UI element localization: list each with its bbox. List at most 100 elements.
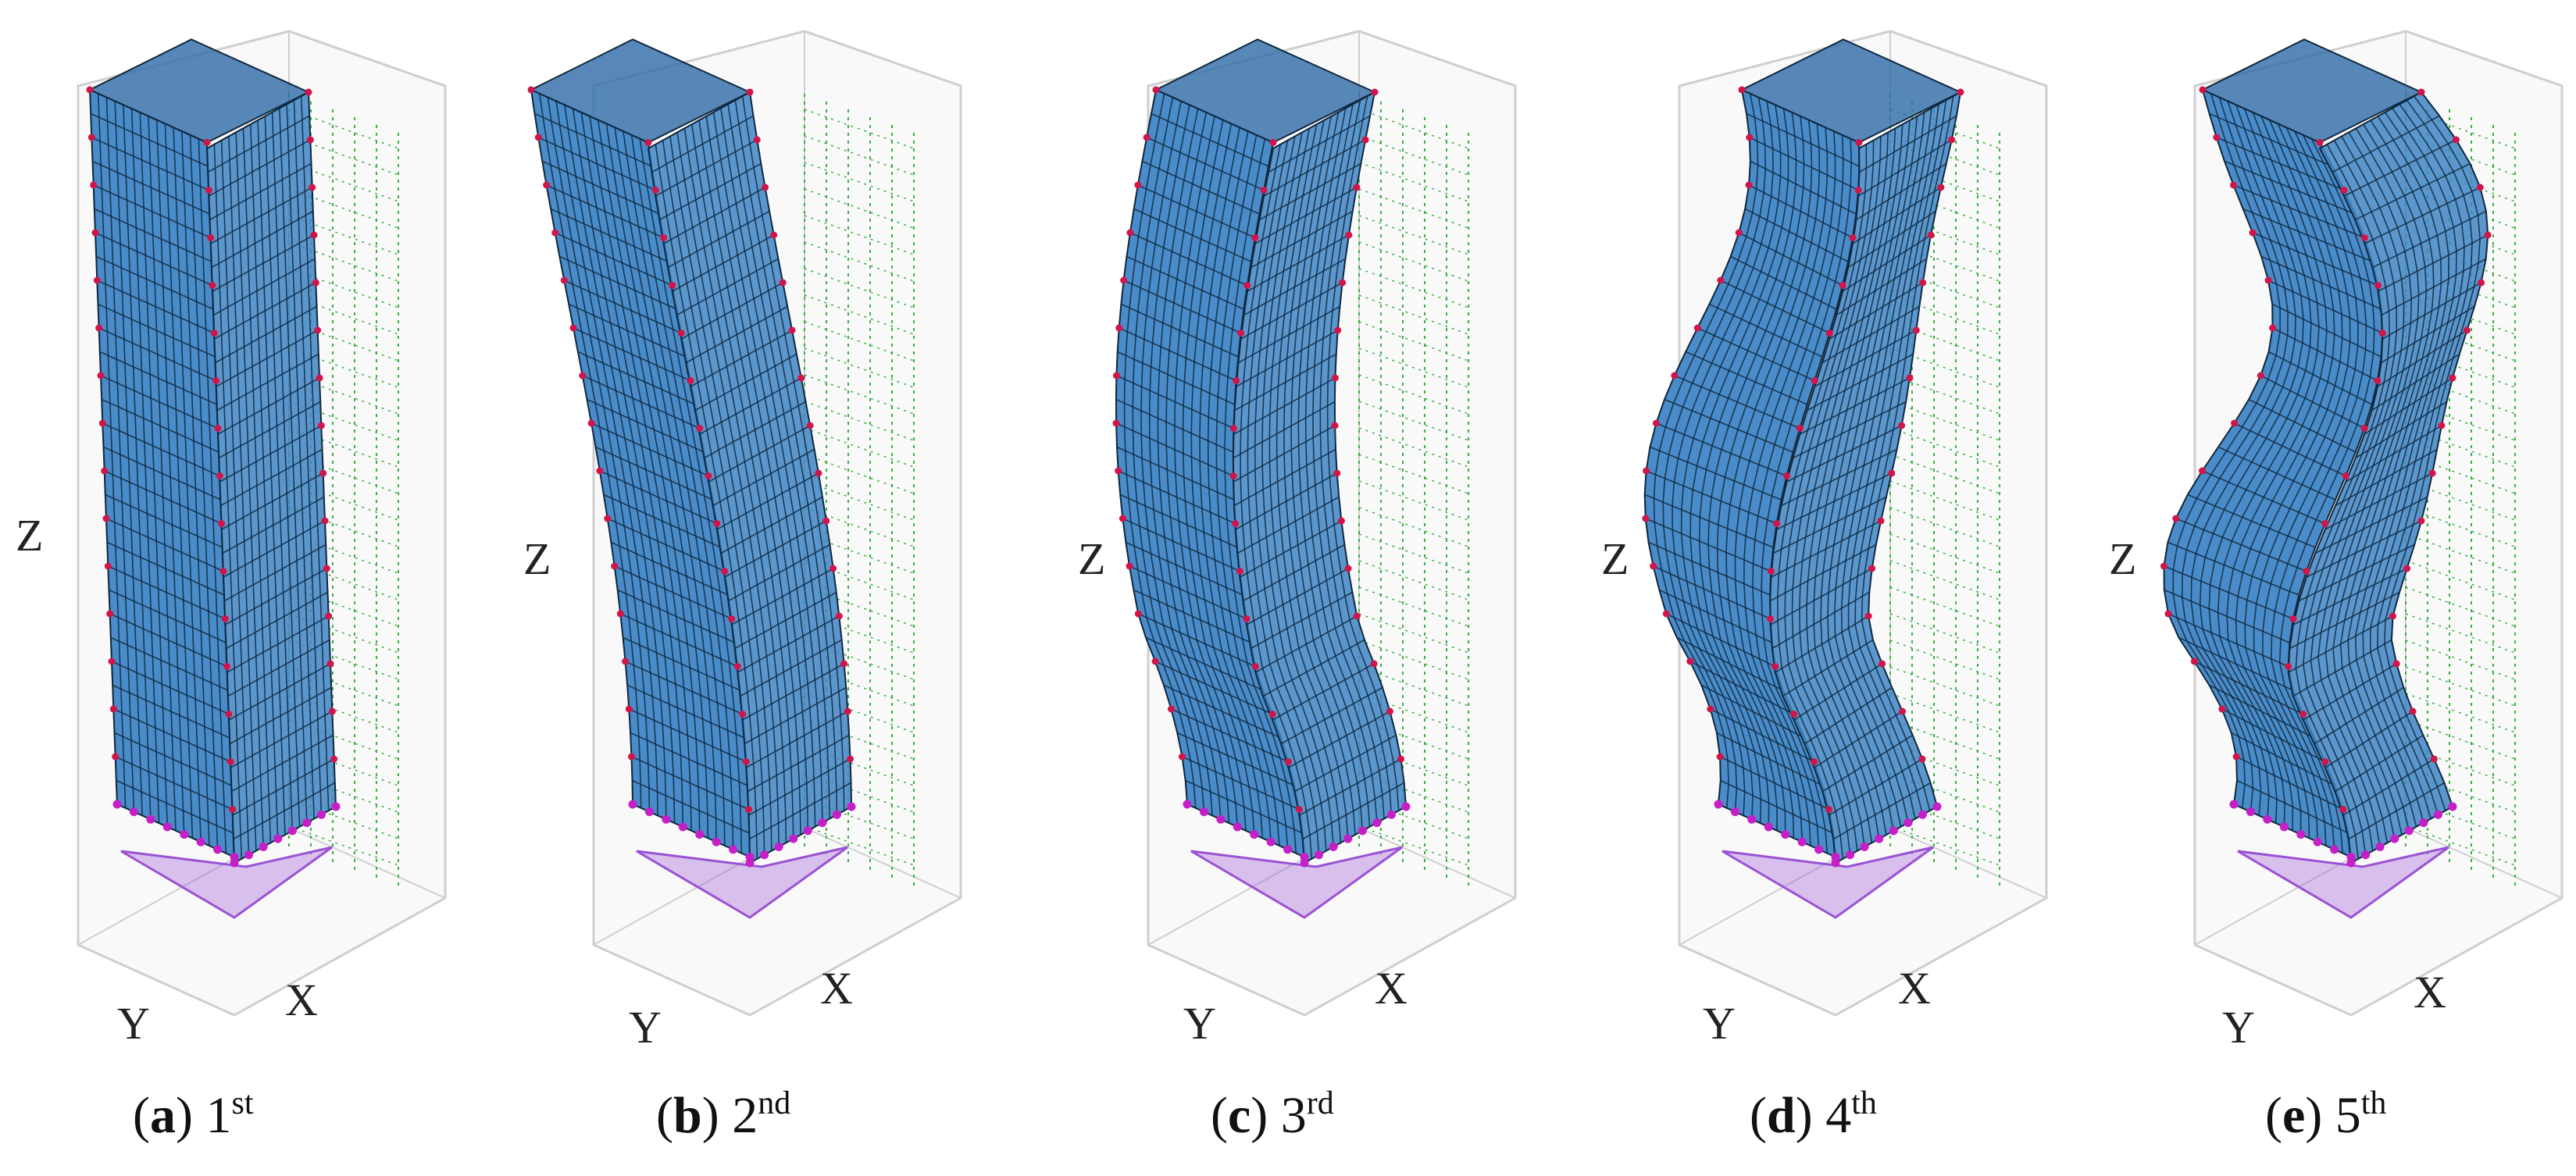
edge-nodes <box>527 86 856 868</box>
edge-node <box>1716 753 1724 761</box>
mesh-column-line <box>2377 99 2473 815</box>
undeformed-row <box>2405 507 2516 547</box>
edge-node <box>1251 234 1259 241</box>
panel-a: Z Y X (a) 1st <box>16 30 447 1144</box>
undeformed-row <box>1889 799 2000 839</box>
edge-node <box>1269 139 1277 146</box>
panel-caption-e: (e) 5th <box>2265 1085 2386 1144</box>
undeformed-row <box>1889 533 2000 574</box>
mesh-column-line <box>705 116 809 831</box>
deformed-mesh <box>1115 38 1408 864</box>
mesh-column-line <box>623 130 726 846</box>
mesh-column-line <box>139 112 169 827</box>
edge-node <box>721 568 729 575</box>
edge-node <box>207 234 215 241</box>
edge-node <box>560 276 568 284</box>
mesh-column-line <box>286 104 315 819</box>
edge-node <box>1919 279 1927 287</box>
edge-node <box>1735 229 1743 237</box>
undeformed-row <box>1889 719 2000 760</box>
undeformed-row <box>1358 507 1469 547</box>
edge-node <box>1796 425 1804 432</box>
undeformed-row <box>804 746 915 786</box>
base-node <box>1797 837 1807 846</box>
undeformed-row <box>1889 613 2000 654</box>
undeformed-row <box>1889 401 2000 441</box>
edge-node <box>2160 562 2167 570</box>
edge-node <box>316 374 323 382</box>
base-node <box>2433 810 2442 819</box>
edge-node <box>326 660 334 668</box>
base-node <box>1747 814 1757 824</box>
edge-node <box>543 181 551 189</box>
edge-node <box>1906 374 1914 382</box>
undeformed-row <box>804 666 915 707</box>
edge-node <box>91 229 99 237</box>
caption-ordinal-suffix: rd <box>1307 1085 1334 1121</box>
base-node <box>196 837 205 846</box>
edge-node <box>1927 231 1935 239</box>
base-node <box>760 850 769 860</box>
deformed-mesh <box>1643 38 1963 864</box>
mesh-column-line <box>1182 119 1255 835</box>
mesh-column-line <box>1190 123 1264 839</box>
mesh-column-line <box>97 93 127 808</box>
panel-caption-b: (b) 2nd <box>656 1085 790 1144</box>
undeformed-row <box>1889 640 2000 680</box>
base-node <box>1730 807 1739 817</box>
mesh-column-line <box>1304 108 1378 823</box>
undeformed-row <box>288 693 399 733</box>
base-node <box>847 802 856 811</box>
edge-node <box>306 136 314 144</box>
mesh-column-line <box>1326 95 1400 811</box>
mesh-column-line <box>712 112 816 827</box>
edge-node <box>1112 419 1120 427</box>
base-node <box>146 814 155 824</box>
edge-node <box>604 515 612 522</box>
mesh-column-line <box>1643 89 1751 805</box>
undeformed-row <box>1358 772 1469 813</box>
edge-node <box>2316 139 2324 146</box>
edge-node <box>2218 705 2226 713</box>
axis-label-x: X <box>820 963 853 1014</box>
base-node <box>1199 807 1208 817</box>
edge-node <box>106 610 114 618</box>
edge-node <box>205 187 212 194</box>
undeformed-row <box>288 321 399 362</box>
caption-ordinal-suffix: th <box>1851 1085 1877 1121</box>
edge-node <box>705 472 712 479</box>
caption-ordinal-suffix: nd <box>758 1085 790 1121</box>
base-node <box>259 842 268 851</box>
undeformed-row <box>1358 215 1469 255</box>
mesh-column-line <box>279 108 308 823</box>
mesh-column-line <box>564 105 667 820</box>
undeformed-row <box>1358 347 1469 388</box>
axis-label-x: X <box>285 975 318 1025</box>
edge-node <box>2249 229 2257 237</box>
edge-node <box>1738 86 1746 94</box>
undeformed-row <box>804 799 915 839</box>
mesh-column-line <box>1672 101 1774 816</box>
edge-node <box>1334 326 1342 334</box>
edge-node <box>2484 231 2492 239</box>
undeformed-row <box>288 586 399 627</box>
axis-label-z: Z <box>2109 533 2136 584</box>
edge-node <box>1251 663 1259 670</box>
mesh-column-line <box>1725 123 1821 839</box>
undeformed-row <box>2405 772 2516 813</box>
edge-node <box>1662 610 1670 618</box>
mesh-column-line <box>1827 116 1918 832</box>
mesh-column-line <box>300 96 330 811</box>
edge-node <box>328 707 336 715</box>
undeformed-row <box>1358 480 1469 521</box>
base-node <box>662 814 671 824</box>
edge-node <box>835 612 843 620</box>
edge-node <box>1371 88 1379 96</box>
caption-letter: b <box>673 1087 702 1144</box>
edge-node <box>2360 234 2368 241</box>
mesh-column-line <box>1698 112 1797 827</box>
base-plate-outline <box>1190 846 1403 919</box>
undeformed-row <box>1889 746 2000 786</box>
deformed-mesh <box>529 38 853 864</box>
